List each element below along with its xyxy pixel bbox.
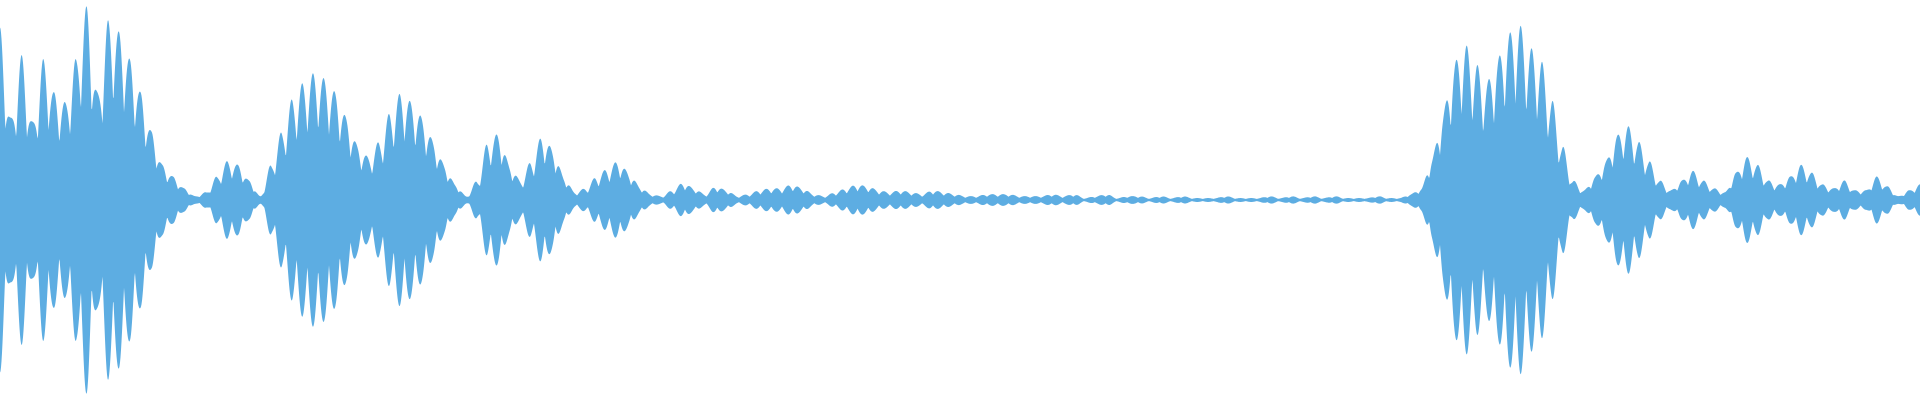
waveform-shape <box>0 6 1920 394</box>
